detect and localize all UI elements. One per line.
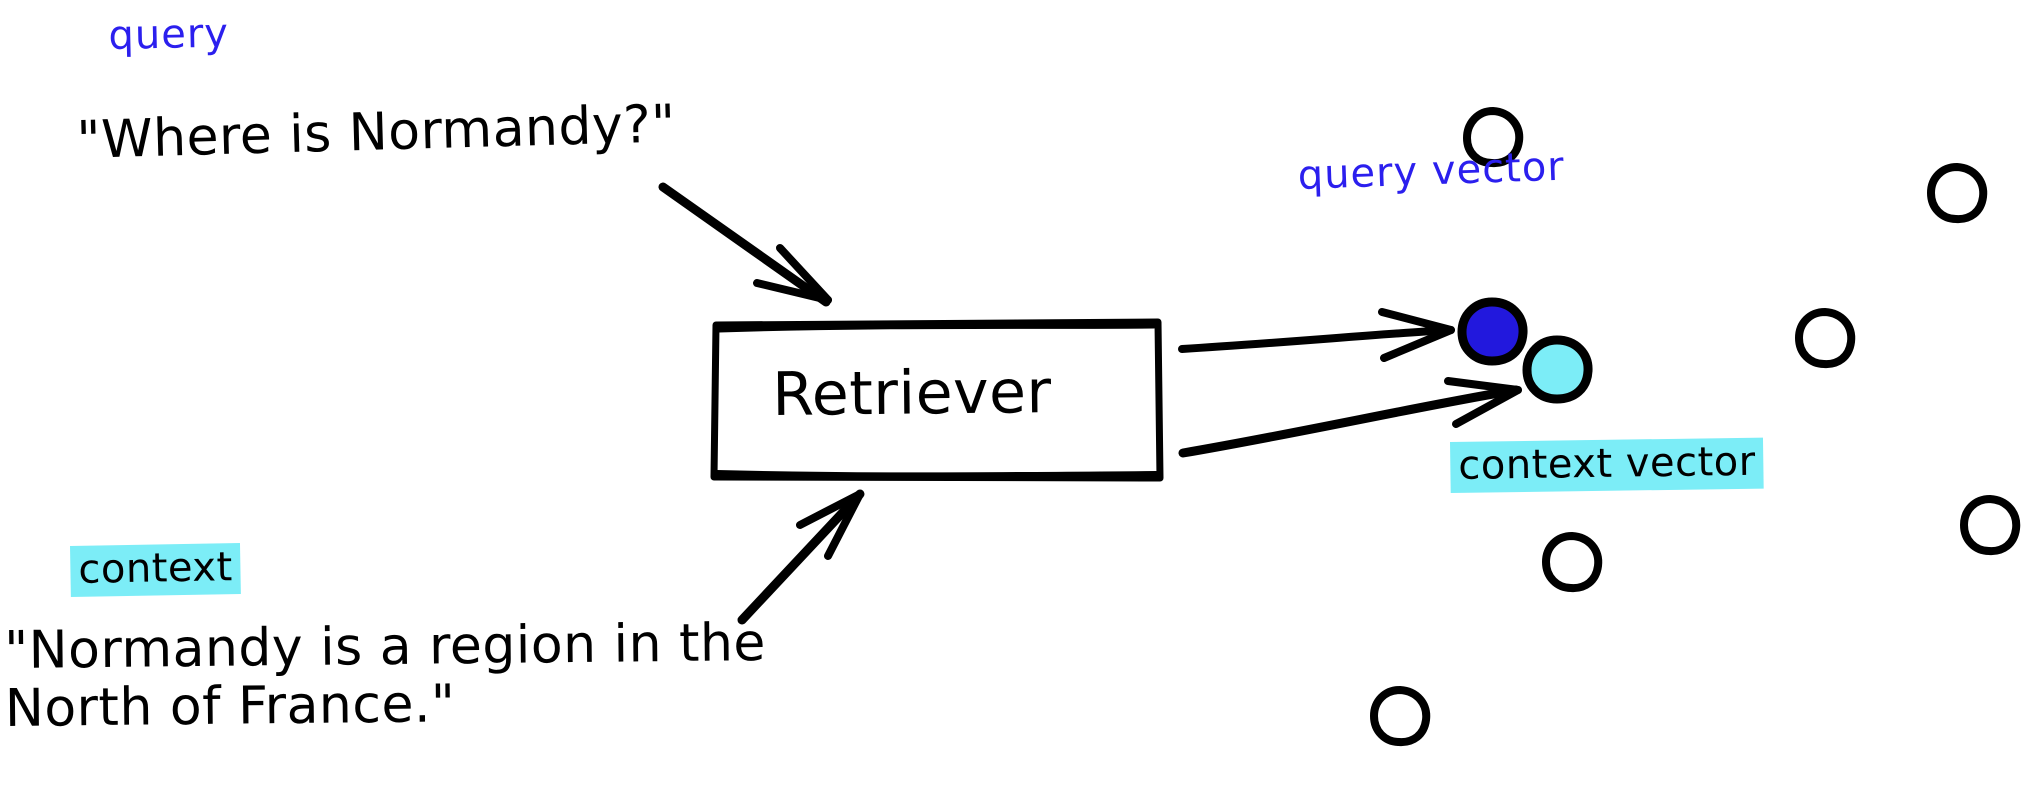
context-label-highlight: context <box>70 543 242 597</box>
context-text-line-1: "Normandy is a region in the <box>3 613 767 681</box>
context-text-line-2: North of France." <box>4 674 456 740</box>
arrow-context-to-retriever <box>737 489 865 625</box>
empty-vector-circle <box>1926 162 1988 224</box>
empty-vector-circle <box>1794 307 1856 369</box>
context-vector-label-highlight: context vector <box>1450 437 1765 493</box>
query-vector-label: query vector <box>1296 143 1566 199</box>
arrow-retriever-to-query-vector <box>1178 308 1455 362</box>
empty-vector-circle <box>1959 494 2021 556</box>
retriever-box <box>710 318 1164 482</box>
arrow-retriever-to-context-vector <box>1178 377 1522 458</box>
empty-vector-circle <box>1369 685 1431 747</box>
context-label: context <box>70 543 242 597</box>
empty-vector-circle <box>1541 531 1603 593</box>
retriever-box-label: Retriever <box>771 357 1052 430</box>
arrow-query-to-retriever <box>658 182 832 307</box>
context-vector-dot <box>1522 335 1593 404</box>
query-label: query <box>107 10 230 59</box>
query-vector-dot <box>1457 297 1528 366</box>
empty-vector-circle <box>1462 106 1524 168</box>
empty-vector-cluster <box>1369 106 2021 747</box>
context-vector-label: context vector <box>1450 437 1765 493</box>
